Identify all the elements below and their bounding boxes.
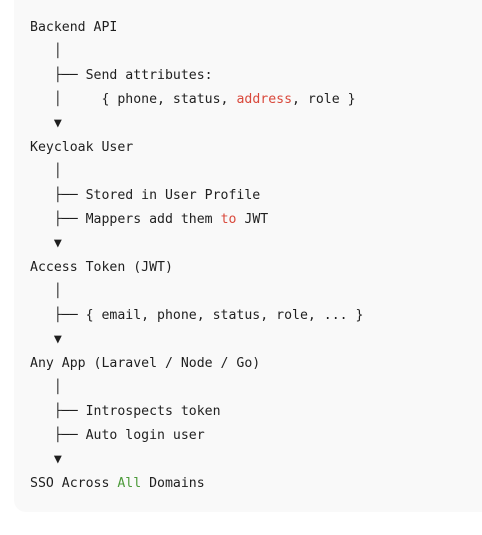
arrow-down: ▼ xyxy=(30,236,62,251)
flow-diagram-text: Backend API │ ├── Send attributes: │ { p… xyxy=(30,16,363,496)
highlighted-token: address xyxy=(236,92,293,107)
line-backend-api: Backend API xyxy=(30,20,118,35)
branch-send-attributes: ├── Send attributes: xyxy=(30,68,213,83)
branch-mappers-jwt: ├── Mappers add them to JWT xyxy=(30,212,269,227)
code-block: Backend API │ ├── Send attributes: │ { p… xyxy=(14,0,482,512)
line-keycloak-user: Keycloak User xyxy=(30,140,134,155)
highlighted-token: to xyxy=(220,212,237,227)
connector-line: │ xyxy=(30,380,62,395)
arrow-down: ▼ xyxy=(30,116,62,131)
connector-line: │ xyxy=(30,44,62,59)
arrow-down: ▼ xyxy=(30,332,62,347)
attributes-list: │ { phone, status, address, role } xyxy=(30,92,356,107)
branch-introspects-token: ├── Introspects token xyxy=(30,404,221,419)
line-access-token: Access Token (JWT) xyxy=(30,260,173,275)
highlighted-token: All xyxy=(117,476,142,491)
arrow-down: ▼ xyxy=(30,452,62,467)
branch-token-claims: ├── { email, phone, status, role, ... } xyxy=(30,308,364,323)
connector-line: │ xyxy=(30,284,62,299)
line-any-app: Any App (Laravel / Node / Go) xyxy=(30,356,261,371)
connector-line: │ xyxy=(30,164,62,179)
branch-stored-profile: ├── Stored in User Profile xyxy=(30,188,261,203)
branch-auto-login: ├── Auto login user xyxy=(30,428,205,443)
line-sso-all-domains: SSO Across All Domains xyxy=(30,476,205,491)
